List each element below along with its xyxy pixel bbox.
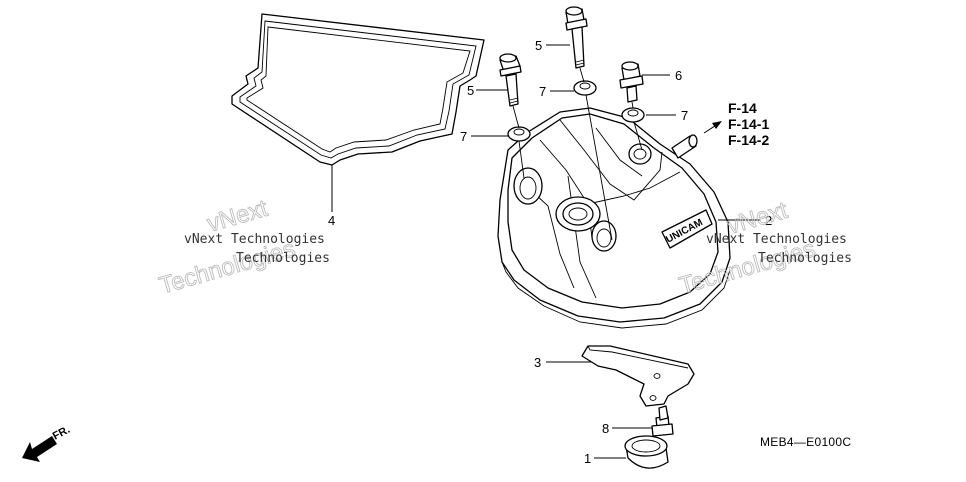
- diagram-code: MEB4—E0100C: [760, 435, 851, 449]
- seal-part-1: [624, 435, 669, 469]
- watermark-right-small-2: Technologies: [758, 251, 852, 266]
- callout-labels: 5 5 7 7 6 7 4 2 3 8 1: [328, 38, 772, 466]
- bolt-part-5-top: [565, 6, 588, 69]
- reference-list: F-14 F-14-1 F-14-2: [728, 100, 769, 148]
- callout-8: 8: [602, 421, 609, 436]
- callout-7-left: 7: [460, 129, 467, 144]
- cylinder-head-cover-part-2: UNICAM: [497, 107, 731, 329]
- callout-2: 2: [765, 213, 772, 228]
- bolt-part-5-left: [499, 53, 522, 107]
- bolt-part-8: [651, 405, 674, 437]
- reference-f-14-1: F-14-1: [728, 116, 769, 132]
- front-marker-label: FR.: [51, 424, 72, 443]
- gasket-part-4: [231, 13, 485, 166]
- callout-5-top: 5: [535, 38, 542, 53]
- callout-3: 3: [534, 355, 541, 370]
- watermark-left-small-1: vNext Technologies: [184, 232, 325, 247]
- reference-f-14: F-14: [728, 100, 757, 116]
- watermark-left: vNext Technologies vNext Technologies Te…: [156, 194, 330, 300]
- washer-part-7-center: [573, 80, 597, 96]
- callout-7-right: 7: [681, 108, 688, 123]
- leader-lines: [331, 44, 760, 459]
- callout-6: 6: [675, 68, 682, 83]
- bolt-part-6: [619, 61, 644, 103]
- watermark-left-small-2: Technologies: [236, 251, 330, 266]
- front-direction-marker: FR.: [22, 424, 72, 462]
- callout-5-left: 5: [467, 83, 474, 98]
- watermark-right-small-1: vNext Technologies: [706, 232, 847, 247]
- washer-part-7-right: [621, 107, 645, 123]
- callout-4: 4: [328, 213, 335, 228]
- callout-1: 1: [584, 451, 591, 466]
- washer-part-7-left: [507, 126, 531, 142]
- reference-f-14-2: F-14-2: [728, 132, 769, 148]
- callout-7-center: 7: [539, 84, 546, 99]
- assembly-axes: [512, 67, 643, 241]
- bracket-part-3: [581, 345, 695, 407]
